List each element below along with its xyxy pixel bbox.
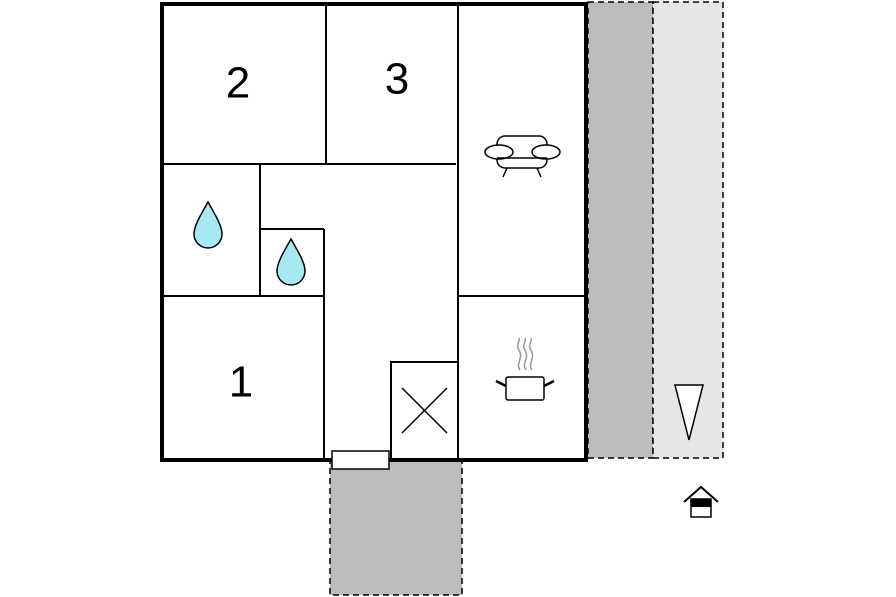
water-drop-icon (193, 200, 223, 249)
cross-icon (401, 387, 448, 434)
water-drop-icon (276, 237, 306, 286)
parking-area (652, 1, 724, 459)
room-label-2: 2 (226, 59, 250, 108)
north-arrow-icon (674, 384, 704, 441)
side-area (587, 1, 654, 459)
outdoor-areas (329, 1, 724, 596)
interior-walls (163, 4, 586, 461)
sofa-icon (484, 135, 561, 178)
room-label-1: 1 (229, 358, 253, 407)
cooking-pot-icon (495, 337, 555, 401)
terrace-area (329, 459, 463, 596)
room-label-3: 3 (385, 55, 409, 104)
house-entrance-icon (683, 485, 719, 518)
entrance-door (331, 450, 390, 470)
